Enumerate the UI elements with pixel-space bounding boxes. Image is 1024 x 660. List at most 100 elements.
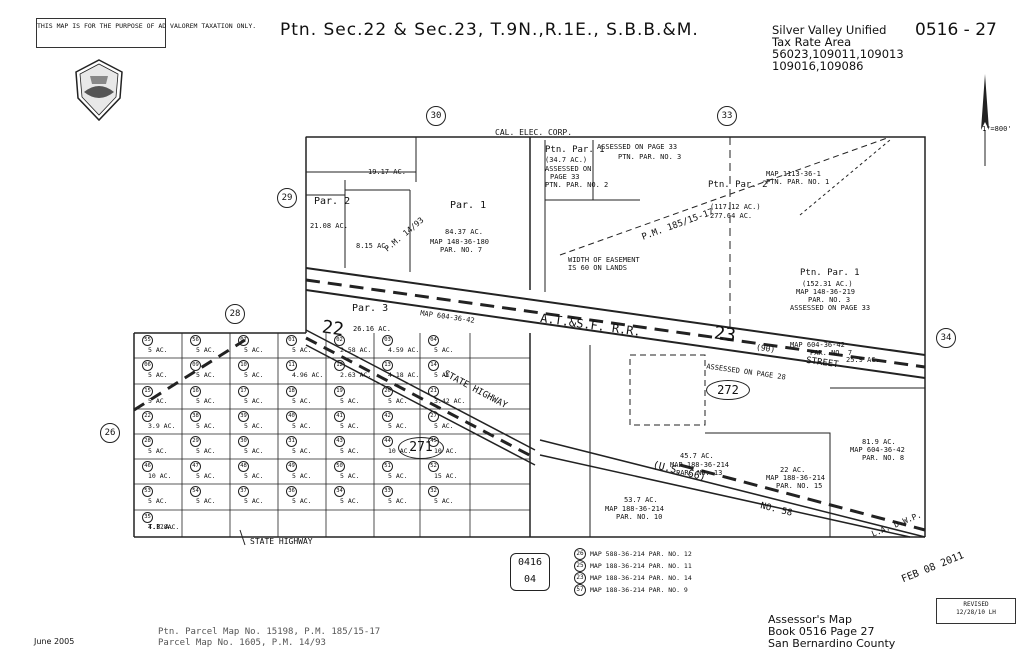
lot-number: 36: [286, 486, 297, 497]
lot-number: 02: [334, 335, 345, 346]
ac-15231-label: (152.31 AC.): [802, 280, 853, 288]
assessed-33-label: ASSESSED ON PAGE 33: [597, 143, 678, 151]
par1-map: MAP 148-36-180: [430, 238, 490, 246]
lot-number: 52: [428, 461, 439, 472]
par2-acreage: 21.08 AC.: [310, 222, 348, 230]
lot-acreage: 5 AC.: [340, 447, 360, 455]
lot-number: 13: [382, 360, 393, 371]
lot-acreage: 3.9 AC.: [148, 422, 176, 430]
legend-num: 25: [574, 560, 586, 572]
ac-22-label: 22 AC.: [780, 466, 806, 474]
lot-acreage: 5 AC.: [196, 497, 216, 505]
lot-number: 55: [142, 335, 153, 346]
ac-457-label: 45.7 AC.: [680, 452, 714, 460]
lot-number: 21: [428, 386, 439, 397]
par-no10-label: PAR. NO. 10: [616, 513, 663, 521]
ptn-par-no2-label: PTN. PAR. NO. 2: [545, 181, 609, 189]
section-30-circle: 30: [426, 106, 446, 126]
disclaimer-text: THIS MAP IS FOR THE PURPOSE OF AD VALORE…: [37, 22, 257, 30]
lot-number: 17: [238, 386, 249, 397]
lot-acreage: 5 AC.: [196, 447, 216, 455]
lot-acreage: 5 AC.: [434, 497, 454, 505]
lot-acreage: 15 AC.: [434, 472, 458, 480]
disclaimer-box: THIS MAP IS FOR THE PURPOSE OF AD VALORE…: [36, 18, 256, 48]
district-name: Silver Valley Unified: [772, 23, 887, 37]
lot-number: 53: [142, 486, 153, 497]
lot-acreage: 10 AC.: [148, 472, 172, 480]
par3-label: Par. 3: [352, 303, 389, 314]
lot-number: 20: [382, 386, 393, 397]
par3-acreage: 26.16 AC.: [353, 325, 391, 333]
lot-number: 11: [286, 360, 297, 371]
par1-no: PAR. NO. 7: [440, 246, 483, 254]
map-188c-label: MAP 188-36-214: [605, 505, 665, 513]
lot-acreage: 5 AC.: [434, 371, 454, 379]
parcel-map-ref-1: Ptn. Parcel Map No. 15198, P.M. 185/15-1…: [158, 627, 381, 637]
lot-number: 30: [238, 436, 249, 447]
par-no7-label: PAR. NO. 7: [810, 349, 853, 357]
book-ref-number: 0416: [517, 557, 543, 568]
lot-number: 27: [428, 411, 439, 422]
cal-elec-label: CAL. ELEC. CORP.: [495, 128, 573, 137]
parcel-map-ref-2: Parcel Map No. 1605, P.M. 14/93: [158, 638, 326, 648]
book-272-oval: 272: [706, 380, 750, 400]
lot-number: 04: [428, 335, 439, 346]
par-no8-label: PAR. NO. 8: [862, 454, 905, 462]
lot-acreage: 5 AC.: [340, 472, 360, 480]
lot-acreage: 5 AC.: [434, 346, 454, 354]
scale-label: 1"=800': [982, 125, 1012, 133]
lot-number: 38: [190, 411, 201, 422]
map-148219-label: MAP 148-36-219: [796, 288, 856, 296]
lot-acreage: 4.59 AC.: [388, 346, 420, 354]
legend-num: 57: [574, 584, 586, 596]
ptn-par1b-label: Ptn. Par. 1: [800, 268, 860, 278]
legend-text: MAP 188-36-214 PAR. NO. 9: [590, 586, 688, 594]
lot-number: 50: [334, 461, 345, 472]
lot-number: 18: [286, 386, 297, 397]
lot-acreage: 5 AC.: [244, 447, 264, 455]
ac-815-label: 8.15 AC.: [356, 242, 390, 250]
par2-label: Par. 2: [314, 196, 351, 207]
easement-label-1: WIDTH OF EASEMENT: [568, 256, 640, 264]
lot-number: 34: [334, 486, 345, 497]
par-no13-label: PAR. NO. 13: [676, 469, 723, 477]
lot-number: 49: [286, 461, 297, 472]
lot-number: 45: [428, 436, 439, 447]
lot-number: 47: [190, 461, 201, 472]
school-district: Silver Valley Unified Tax Rate Area 5602…: [772, 24, 904, 72]
lot-number: 15: [142, 386, 153, 397]
lot-acreage: 5 AC.: [244, 397, 264, 405]
easement-label-2: IS 60 ON LANDS: [568, 264, 628, 272]
lot-number: 54: [190, 486, 201, 497]
lot-number: 37: [238, 486, 249, 497]
assessed-33b-label: ASSESSED ON PAGE 33: [790, 304, 871, 312]
ac-1171-label: (117.12 AC.): [710, 203, 761, 211]
lot-number: 29: [190, 436, 201, 447]
ac-537-label: 53.7 AC.: [624, 496, 658, 504]
lot-number: 01: [286, 335, 297, 346]
ptn-par-no1-label: PTN. PAR. NO. 1: [766, 178, 830, 186]
